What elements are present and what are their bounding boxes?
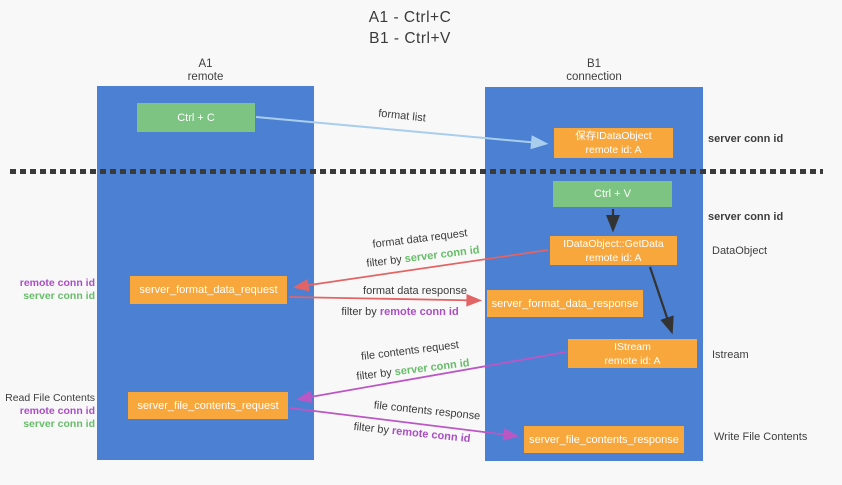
node-server-format-data-request: server_format_data_request bbox=[130, 276, 287, 304]
node-save-idataobject: 保存IDataObject remote id: A bbox=[554, 128, 673, 158]
label-server-conn-id: server conn id bbox=[23, 418, 95, 430]
label-server-conn-id-mid: server conn id bbox=[708, 211, 784, 223]
node-file-request-label: server_file_contents_request bbox=[137, 399, 279, 412]
node-server-format-data-response: server_format_data_response bbox=[487, 290, 643, 317]
label-server-conn-id-top: server conn id bbox=[708, 133, 784, 145]
node-save-idataobject-line2: remote id: A bbox=[585, 144, 642, 156]
node-istream: IStream remote id: A bbox=[568, 339, 697, 368]
node-file-response-label: server_file_contents_response bbox=[529, 433, 679, 446]
label-format-data-response-filter: filter by remote conn id bbox=[341, 306, 458, 318]
title-line-a1: A1 - Ctrl+C bbox=[368, 9, 452, 26]
server-conn-id-text: server conn id bbox=[394, 357, 471, 379]
lifeline-b1-name: B1 bbox=[586, 58, 602, 70]
label-remote-conn-id: remote conn id bbox=[19, 277, 95, 289]
arrow-format-data-response bbox=[288, 293, 483, 307]
label-file-contents-response: file contents response bbox=[373, 399, 481, 423]
node-istream-line2: remote id: A bbox=[604, 354, 661, 367]
dotted-separator bbox=[10, 169, 823, 174]
server-conn-id-text: server conn id bbox=[404, 244, 481, 266]
node-idataobject-getdata: IDataObject::GetData remote id: A bbox=[550, 236, 677, 265]
node-format-request-label: server_format_data_request bbox=[139, 284, 278, 296]
node-istream-line1: IStream bbox=[614, 340, 651, 353]
node-server-file-contents-response: server_file_contents_response bbox=[524, 426, 684, 453]
lifeline-header-a1: A1 remote bbox=[97, 58, 314, 84]
remote-conn-id-text: remote conn id bbox=[391, 424, 471, 446]
label-file-contents-response-filter: filter by remote conn id bbox=[353, 421, 471, 445]
node-getdata-line2: remote id: A bbox=[585, 251, 642, 264]
label-write-file-contents: Write File Contents bbox=[714, 431, 808, 443]
lifeline-header-b1: B1 connection bbox=[485, 58, 703, 84]
label-server-conn-id: server conn id bbox=[23, 290, 95, 302]
label-istream: Istream bbox=[712, 349, 749, 361]
node-server-file-contents-request: server_file_contents_request bbox=[128, 392, 288, 419]
node-getdata-line1: IDataObject::GetData bbox=[563, 237, 664, 250]
node-ctrl-v-label: Ctrl + V bbox=[594, 188, 631, 200]
node-ctrl-v: Ctrl + V bbox=[553, 181, 672, 207]
lifeline-b1-role: connection bbox=[566, 71, 622, 83]
lifeline-a1-role: remote bbox=[187, 71, 224, 83]
label-block-file-conn-ids: Read File Contents remote conn id server… bbox=[0, 392, 95, 431]
label-block-format-conn-ids: remote conn id server conn id bbox=[0, 277, 95, 303]
label-format-data-response: format data response bbox=[363, 285, 467, 297]
label-dataobject: DataObject bbox=[712, 245, 768, 257]
node-ctrl-c: Ctrl + C bbox=[137, 103, 255, 132]
filter-by-text: filter by bbox=[365, 253, 406, 270]
node-ctrl-c-label: Ctrl + C bbox=[177, 111, 215, 124]
label-remote-conn-id: remote conn id bbox=[19, 405, 95, 417]
node-save-idataobject-line1: 保存IDataObject bbox=[575, 130, 652, 142]
node-format-response-label: server_format_data_response bbox=[491, 297, 639, 310]
label-read-file-contents: Read File Contents bbox=[5, 392, 95, 404]
diagram-title: A1 - Ctrl+C B1 - Ctrl+V bbox=[300, 7, 520, 49]
filter-by-text: filter by bbox=[355, 366, 396, 383]
filter-by-text: filter by bbox=[341, 306, 380, 318]
remote-conn-id-text: remote conn id bbox=[379, 306, 459, 318]
label-format-list: format list bbox=[377, 107, 427, 125]
title-line-b1: B1 - Ctrl+V bbox=[369, 30, 451, 47]
lifeline-a1-name: A1 bbox=[198, 58, 213, 70]
filter-by-text: filter by bbox=[353, 420, 393, 437]
